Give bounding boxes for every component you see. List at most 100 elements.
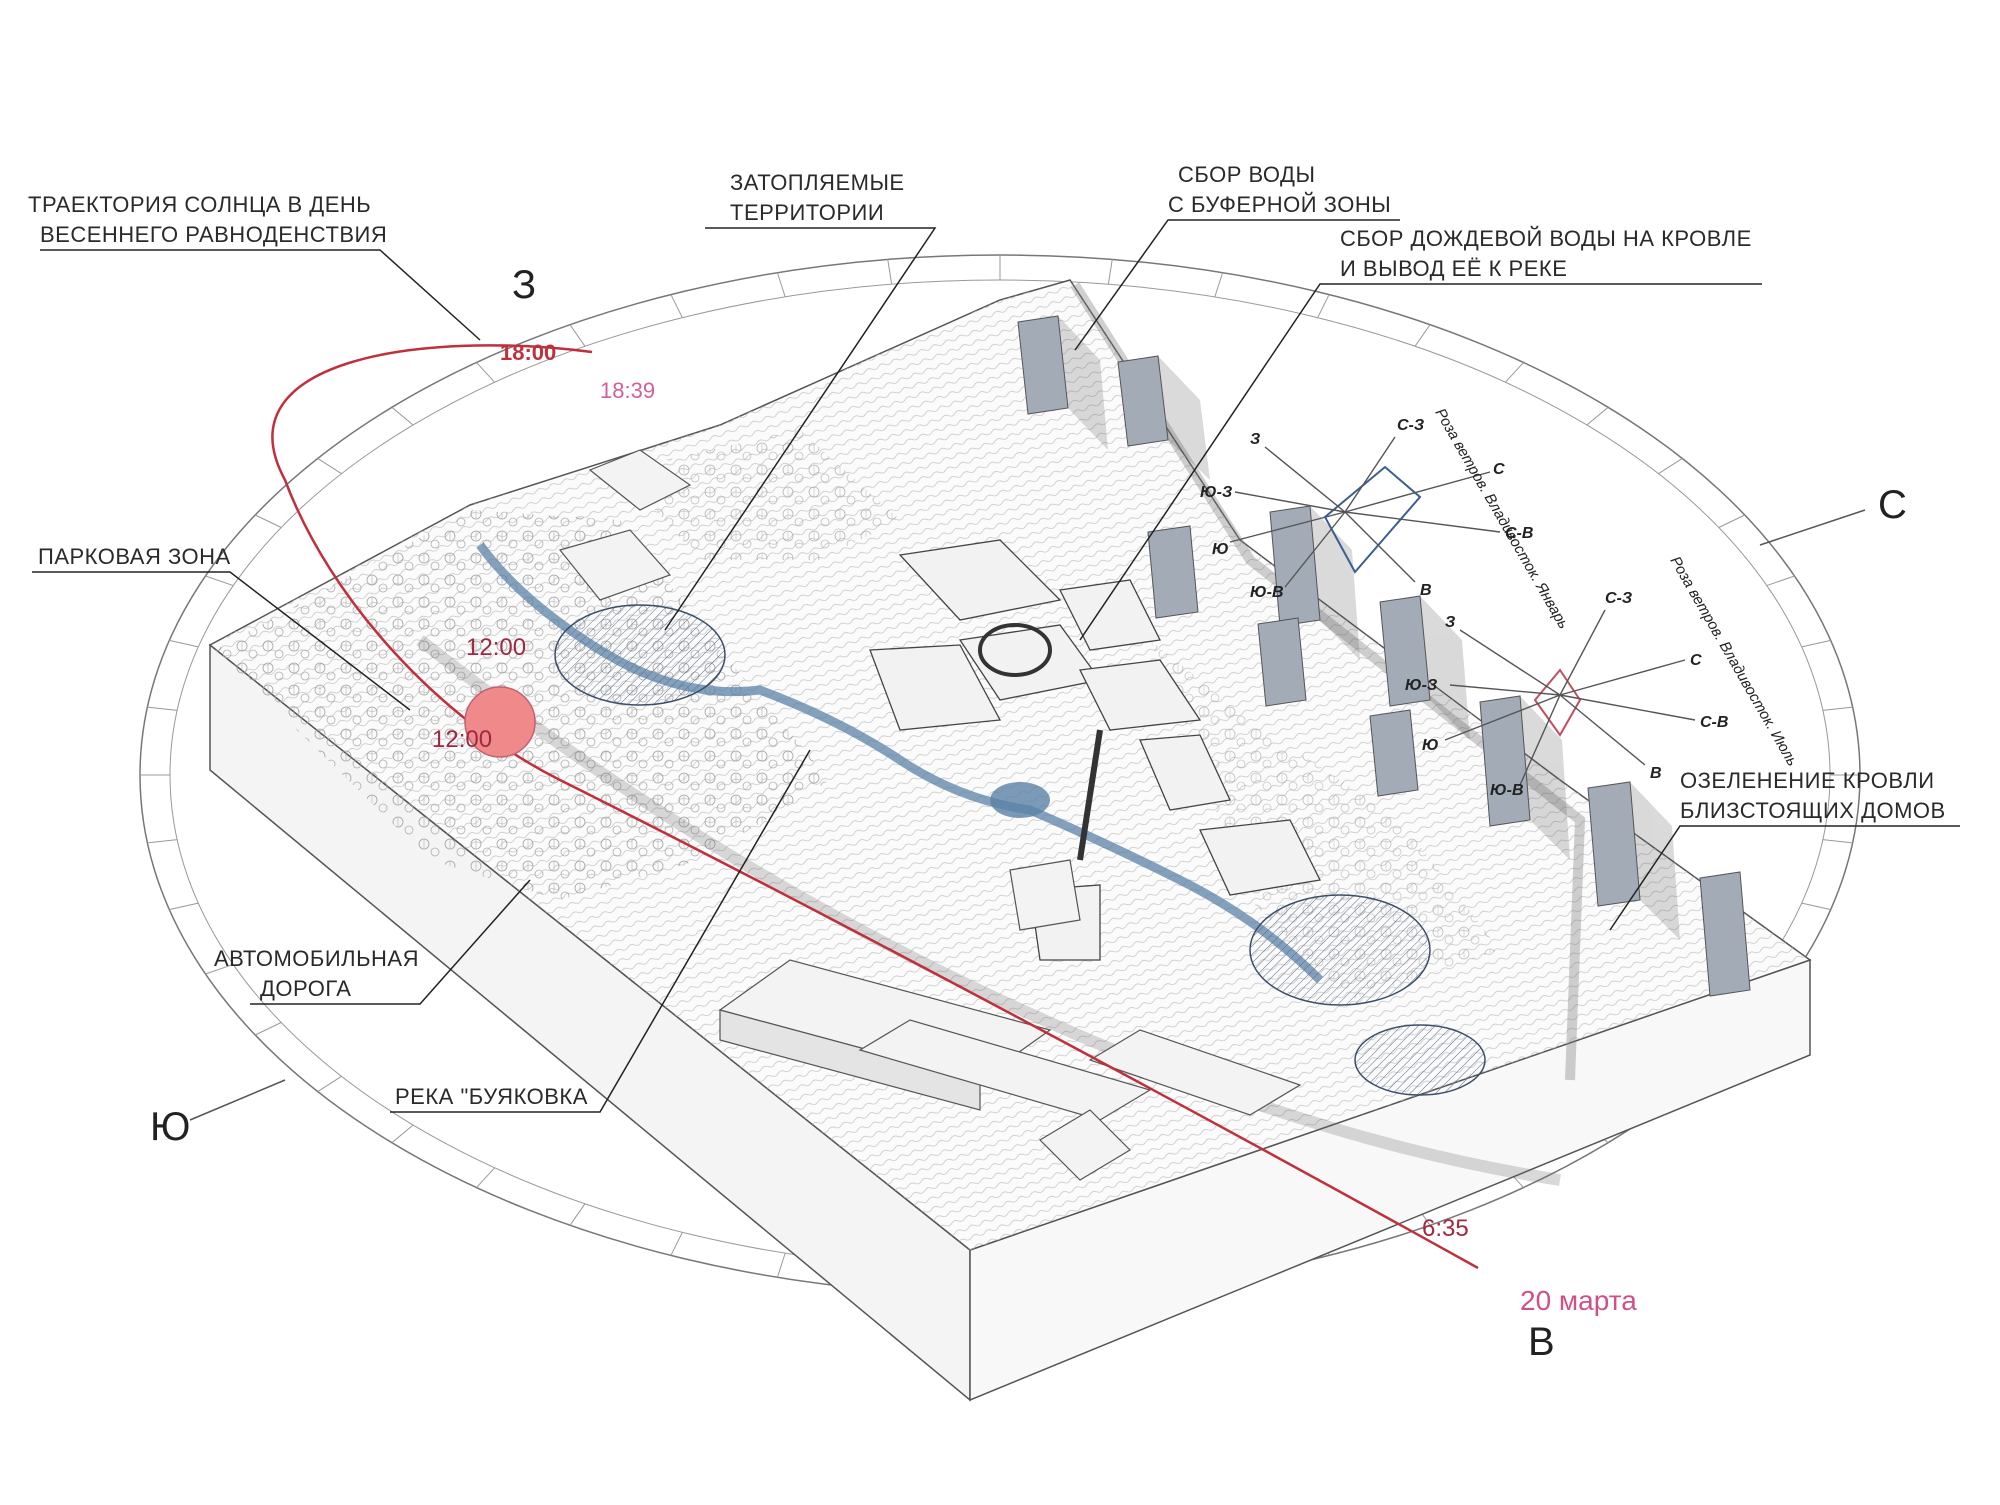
pond <box>990 782 1050 818</box>
cardinal-south: Ю <box>150 1105 190 1149</box>
wind-rose-january-title: Роза ветров. Владивосток. Январь <box>1432 406 1573 632</box>
compass-tick <box>1766 575 1795 587</box>
compass-tick <box>476 1167 496 1188</box>
compass-tick <box>317 1075 342 1092</box>
leader-river <box>390 749 811 1113</box>
sun-trajectory <box>271 344 1479 1270</box>
compass-tick <box>1214 272 1224 298</box>
wind-jan-e: В <box>1420 582 1432 599</box>
leader-rain-water <box>1079 283 1762 641</box>
time-sunset: 18:00 <box>500 340 556 365</box>
label-buffer-water-2: С БУФЕРНОЙ ЗОНЫ <box>1168 192 1391 217</box>
compass-tick <box>255 1022 282 1036</box>
compass-tick <box>169 639 199 648</box>
compass-tick <box>391 406 414 426</box>
compass-tick <box>1504 362 1524 383</box>
leader-roof-green <box>1609 825 1960 931</box>
wind-jul-nw: С-З <box>1605 590 1632 607</box>
flood-zone-2 <box>1249 894 1431 1006</box>
callout-roof-green: ОЗЕЛЕНЕНИЕ КРОВЛИ БЛИЗСТОЯЩИХ ДОМОВ <box>1609 768 1960 931</box>
compass-tick <box>205 575 234 587</box>
compass-tick <box>1801 902 1831 911</box>
compass-tick <box>391 1124 414 1144</box>
callout-river: РЕКА "БУЯКОВКА <box>390 749 811 1113</box>
leader-sun-path <box>40 249 481 341</box>
compass-tick <box>147 839 178 844</box>
callout-flooded: ЗАТОПЛЯЕМЫЕ ТЕРРИТОРИИ <box>664 170 937 631</box>
cardinal-north: С <box>1878 483 1907 527</box>
leader-park <box>32 571 411 711</box>
flood-zone-3 <box>1354 1024 1486 1096</box>
compass-tick <box>1317 294 1330 318</box>
leader-road <box>250 879 531 1005</box>
leader-flooded <box>664 227 937 631</box>
label-sun-path-1: ТРАЕКТОРИЯ СОЛНЦА В ДЕНЬ <box>28 192 371 217</box>
label-rain-water-1: СБОР ДОЖДЕВОЙ ВОДЫ НА КРОВЛЕ <box>1340 226 1752 251</box>
compass-tick <box>1658 458 1683 475</box>
wind-jul-se: Ю-В <box>1490 782 1524 799</box>
compass-tick <box>255 514 282 528</box>
compass-tick <box>1718 514 1745 528</box>
date-label: 20 марта <box>1520 1285 1637 1316</box>
time-sunset-late: 18:39 <box>600 378 655 403</box>
wind-jan-sw: Ю-З <box>1200 484 1232 501</box>
terrain-model <box>208 279 1812 1402</box>
wind-jul-sw: Ю-З <box>1405 677 1437 694</box>
sun-disc <box>464 686 536 758</box>
label-park: ПАРКОВАЯ ЗОНА <box>38 544 231 569</box>
compass-tick <box>670 1232 683 1256</box>
wind-rose-july-polygon <box>1533 668 1582 737</box>
callout-rain-water: СБОР ДОЖДЕВОЙ ВОДЫ НА КРОВЛЕ И ВЫВОД ЕЁ … <box>1079 226 1762 641</box>
compass-tick <box>476 362 496 383</box>
compass-tick <box>1414 324 1431 347</box>
compass-tick <box>569 1203 586 1226</box>
compass-tick <box>205 963 234 975</box>
compass-tick <box>887 259 893 285</box>
compass-tick <box>1586 406 1609 426</box>
compass-tick <box>776 272 786 298</box>
wind-jan-nw: С-З <box>1397 417 1424 434</box>
callout-buffer-water: СБОР ВОДЫ С БУФЕРНОЙ ЗОНЫ <box>1074 162 1400 351</box>
label-roof-green-1: ОЗЕЛЕНЕНИЕ КРОВЛИ <box>1680 768 1935 793</box>
compass-tick <box>169 902 199 911</box>
callout-park: ПАРКОВАЯ ЗОНА <box>32 544 411 711</box>
compass-tick <box>1107 259 1113 285</box>
north-axis-line <box>1759 509 1866 546</box>
label-road-2: ДОРОГА <box>260 976 351 1001</box>
wind-jul-w: З <box>1445 614 1455 631</box>
wind-rose-july-title: Роза ветров. Владивосток. Июль <box>1667 554 1801 770</box>
compass-tick <box>1822 706 1853 711</box>
label-roof-green-2: БЛИЗСТОЯЩИХ ДОМОВ <box>1680 798 1946 823</box>
label-river: РЕКА "БУЯКОВКА <box>395 1084 588 1109</box>
cardinal-east: В <box>1528 1320 1555 1364</box>
compass-tick <box>1822 839 1853 844</box>
label-flooded-1: ЗАТОПЛЯЕМЫЕ <box>730 170 905 195</box>
wind-jul-e: В <box>1650 765 1662 782</box>
compass-tick <box>1801 639 1831 648</box>
wind-jan-ne: С-В <box>1505 525 1533 542</box>
label-road-1: АВТОМОБИЛЬНАЯ <box>214 946 419 971</box>
wind-jan-n: С <box>1493 461 1505 478</box>
wind-jan-s: Ю <box>1212 541 1229 558</box>
label-rain-water-2: И ВЫВОД ЕЁ К РЕКЕ <box>1340 256 1567 281</box>
wind-jul-s: Ю <box>1422 737 1439 754</box>
callout-sun-path: ТРАЕКТОРИЯ СОЛНЦА В ДЕНЬ ВЕСЕННЕГО РАВНО… <box>28 192 481 341</box>
south-axis-line <box>189 1079 286 1121</box>
time-noon-top: 12:00 <box>466 634 526 661</box>
compass-tick <box>670 294 683 318</box>
label-sun-path-2: ВЕСЕННЕГО РАВНОДЕНСТВИЯ <box>40 222 387 247</box>
leader-buffer-water <box>1074 219 1400 351</box>
cardinal-west: З <box>512 263 536 307</box>
wind-rose-january-polygon <box>1323 465 1422 574</box>
compass-tick <box>776 1252 786 1278</box>
southern-buildings <box>558 449 1302 1181</box>
road-main <box>416 635 1561 1186</box>
label-flooded-2: ТЕРРИТОРИИ <box>730 200 884 225</box>
compass-tick <box>569 324 586 347</box>
label-buffer-water-1: СБОР ВОДЫ <box>1178 162 1315 187</box>
residential-blocks <box>1017 315 1751 997</box>
compass-tick <box>317 458 342 475</box>
compass-tick <box>147 706 178 711</box>
